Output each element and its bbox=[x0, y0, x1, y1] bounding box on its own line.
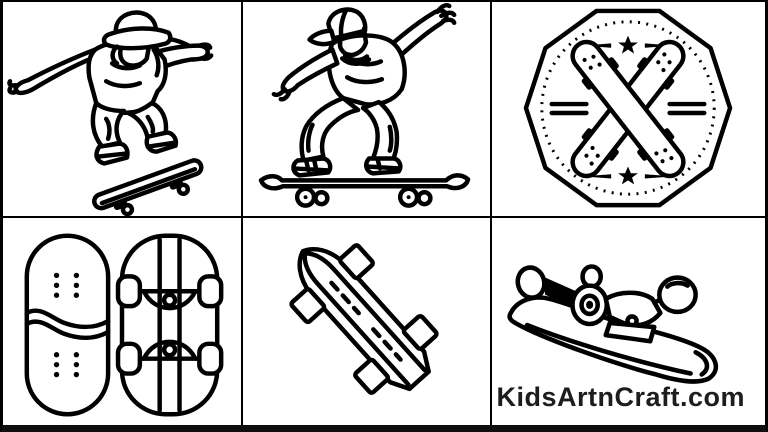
skateboard-perspective-illustration bbox=[507, 264, 719, 384]
skater-jump-trick-illustration bbox=[7, 10, 214, 216]
skater-crouch-ride-illustration bbox=[258, 3, 471, 208]
panel-deck-top-and-underside bbox=[3, 218, 243, 425]
deck-top-and-underside-illustration bbox=[24, 233, 224, 417]
watermark-text: KidsArtnCraft.com bbox=[496, 382, 745, 412]
panel-diagonal-longboard bbox=[243, 218, 492, 425]
panel-crossed-boards-badge bbox=[492, 2, 765, 218]
panel-skateboard-perspective bbox=[492, 218, 765, 425]
crossed-boards-badge-illustration bbox=[523, 8, 733, 208]
panel-skater-jump-trick bbox=[3, 2, 243, 218]
panel-skater-crouch-ride bbox=[243, 2, 492, 218]
diagonal-longboard-illustration bbox=[289, 243, 439, 395]
